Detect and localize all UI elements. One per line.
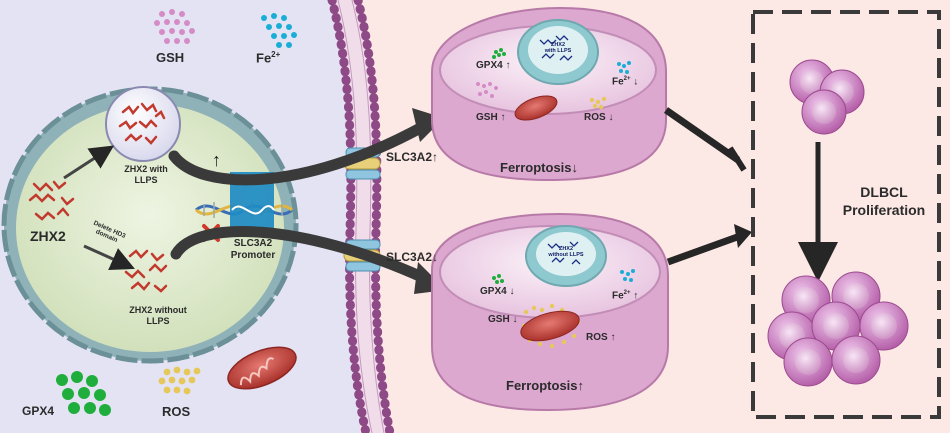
cell-bottom-fe: Fe2+ ↑	[612, 290, 638, 301]
cell-top-fe-text: Fe	[612, 76, 624, 88]
slc3a2-up-label: SLC3A2↑	[386, 150, 439, 164]
ros-molecules-icon	[158, 366, 201, 395]
cell-bottom-fe-arrow: ↑	[630, 290, 639, 302]
cell-bottom-nucleus-label: ZHX2 without LLPS	[542, 246, 590, 258]
cell-top-nucleus-line2: with LLPS	[544, 48, 572, 54]
cell-top-fe-charge: 2+	[623, 76, 631, 82]
zhx2-without-llps-line2: LLPS	[146, 316, 170, 326]
arrow-cell-top-to-outcome	[664, 107, 740, 163]
cell-bottom-gsh: GSH ↓	[488, 314, 518, 325]
fe-label-charge: 2+	[271, 50, 281, 59]
gsh-label: GSH	[156, 50, 185, 65]
cell-bottom-ros: ROS ↑	[586, 332, 616, 343]
curved-arrow-top	[168, 120, 430, 186]
cell-top-gsh: GSH ↑	[476, 112, 506, 123]
dlbcl-proliferation-line2: Proliferation	[842, 202, 926, 218]
curved-arrow-bottom	[170, 226, 430, 284]
zhx2-label: ZHX2	[30, 228, 66, 244]
zhx2-without-llps-label: ZHX2 without LLPS	[120, 305, 196, 327]
outcome-box	[751, 10, 941, 419]
cell-top	[431, 6, 667, 182]
mitochondrion-icon	[227, 346, 297, 390]
zhx2-with-llps-line1: ZHX2 with	[124, 164, 168, 174]
dlbcl-proliferation-line1: DLBCL	[860, 184, 908, 200]
nucleus	[1, 86, 299, 364]
dlbcl-cells-large-icon	[767, 271, 909, 387]
cell-top-ros: ROS ↓	[584, 112, 614, 123]
zhx2-without-llps-line1: ZHX2 without	[129, 305, 187, 315]
fe-label: Fe2+	[256, 50, 280, 65]
transcription-up-arrow: ↑	[212, 150, 221, 170]
cell-bottom-gpx4: GPX4 ↓	[480, 286, 515, 297]
dlbcl-proliferation-label: DLBCL Proliferation	[832, 183, 936, 219]
arrow-delete-hd3	[83, 244, 135, 271]
llps-droplet	[105, 86, 181, 162]
zhx2-with-llps-line2: LLPS	[134, 175, 158, 185]
arrow-to-llps	[63, 145, 115, 180]
cell-bottom-nucleus-line1: ZHX2	[558, 246, 574, 252]
cell-bottom-fe-charge: 2+	[623, 290, 631, 296]
slc3a2-promoter-label: SLC3A2 Promoter	[220, 238, 286, 262]
slc3a2-promoter-line1: SLC3A2	[233, 238, 273, 249]
dlbcl-cells-small-icon	[789, 59, 865, 135]
cell-top-fe: Fe2+ ↓	[612, 76, 638, 87]
cell-bottom-nucleus-line2: without LLPS	[548, 252, 584, 258]
fe-label-text: Fe	[256, 50, 272, 66]
slc3a2-promoter-line2: Promoter	[230, 250, 276, 261]
cell-top-nucleus-line1: ZHX2	[550, 42, 566, 48]
gsh-molecules-icon	[154, 9, 195, 44]
cell-bottom-ferroptosis: Ferroptosis↑	[506, 378, 585, 393]
cell-top-fe-arrow: ↓	[630, 76, 639, 88]
arrow-cell-bottom-head	[734, 224, 752, 248]
zhx2-with-llps-label: ZHX2 with LLPS	[116, 164, 176, 186]
cell-top-nucleus-label: ZHX2 with LLPS	[536, 42, 580, 54]
slc3a2-down-label: SLC3A2↓	[386, 250, 439, 264]
inhibit-bar-top	[727, 146, 747, 172]
arrow-cell-bottom-to-outcome	[666, 232, 742, 266]
gpx4-molecules-icon	[56, 371, 111, 416]
cell-bottom-fe-text: Fe	[612, 290, 624, 302]
zhx2-protein-icon	[28, 180, 75, 221]
cell-top-gpx4: GPX4 ↑	[476, 60, 511, 71]
ros-label: ROS	[162, 404, 191, 419]
iron-molecules-icon	[261, 13, 297, 48]
cell-top-ferroptosis: Ferroptosis↓	[500, 160, 579, 175]
cell-bottom	[431, 212, 669, 412]
gpx4-label: GPX4	[22, 404, 55, 418]
cell-membrane	[327, 0, 395, 433]
